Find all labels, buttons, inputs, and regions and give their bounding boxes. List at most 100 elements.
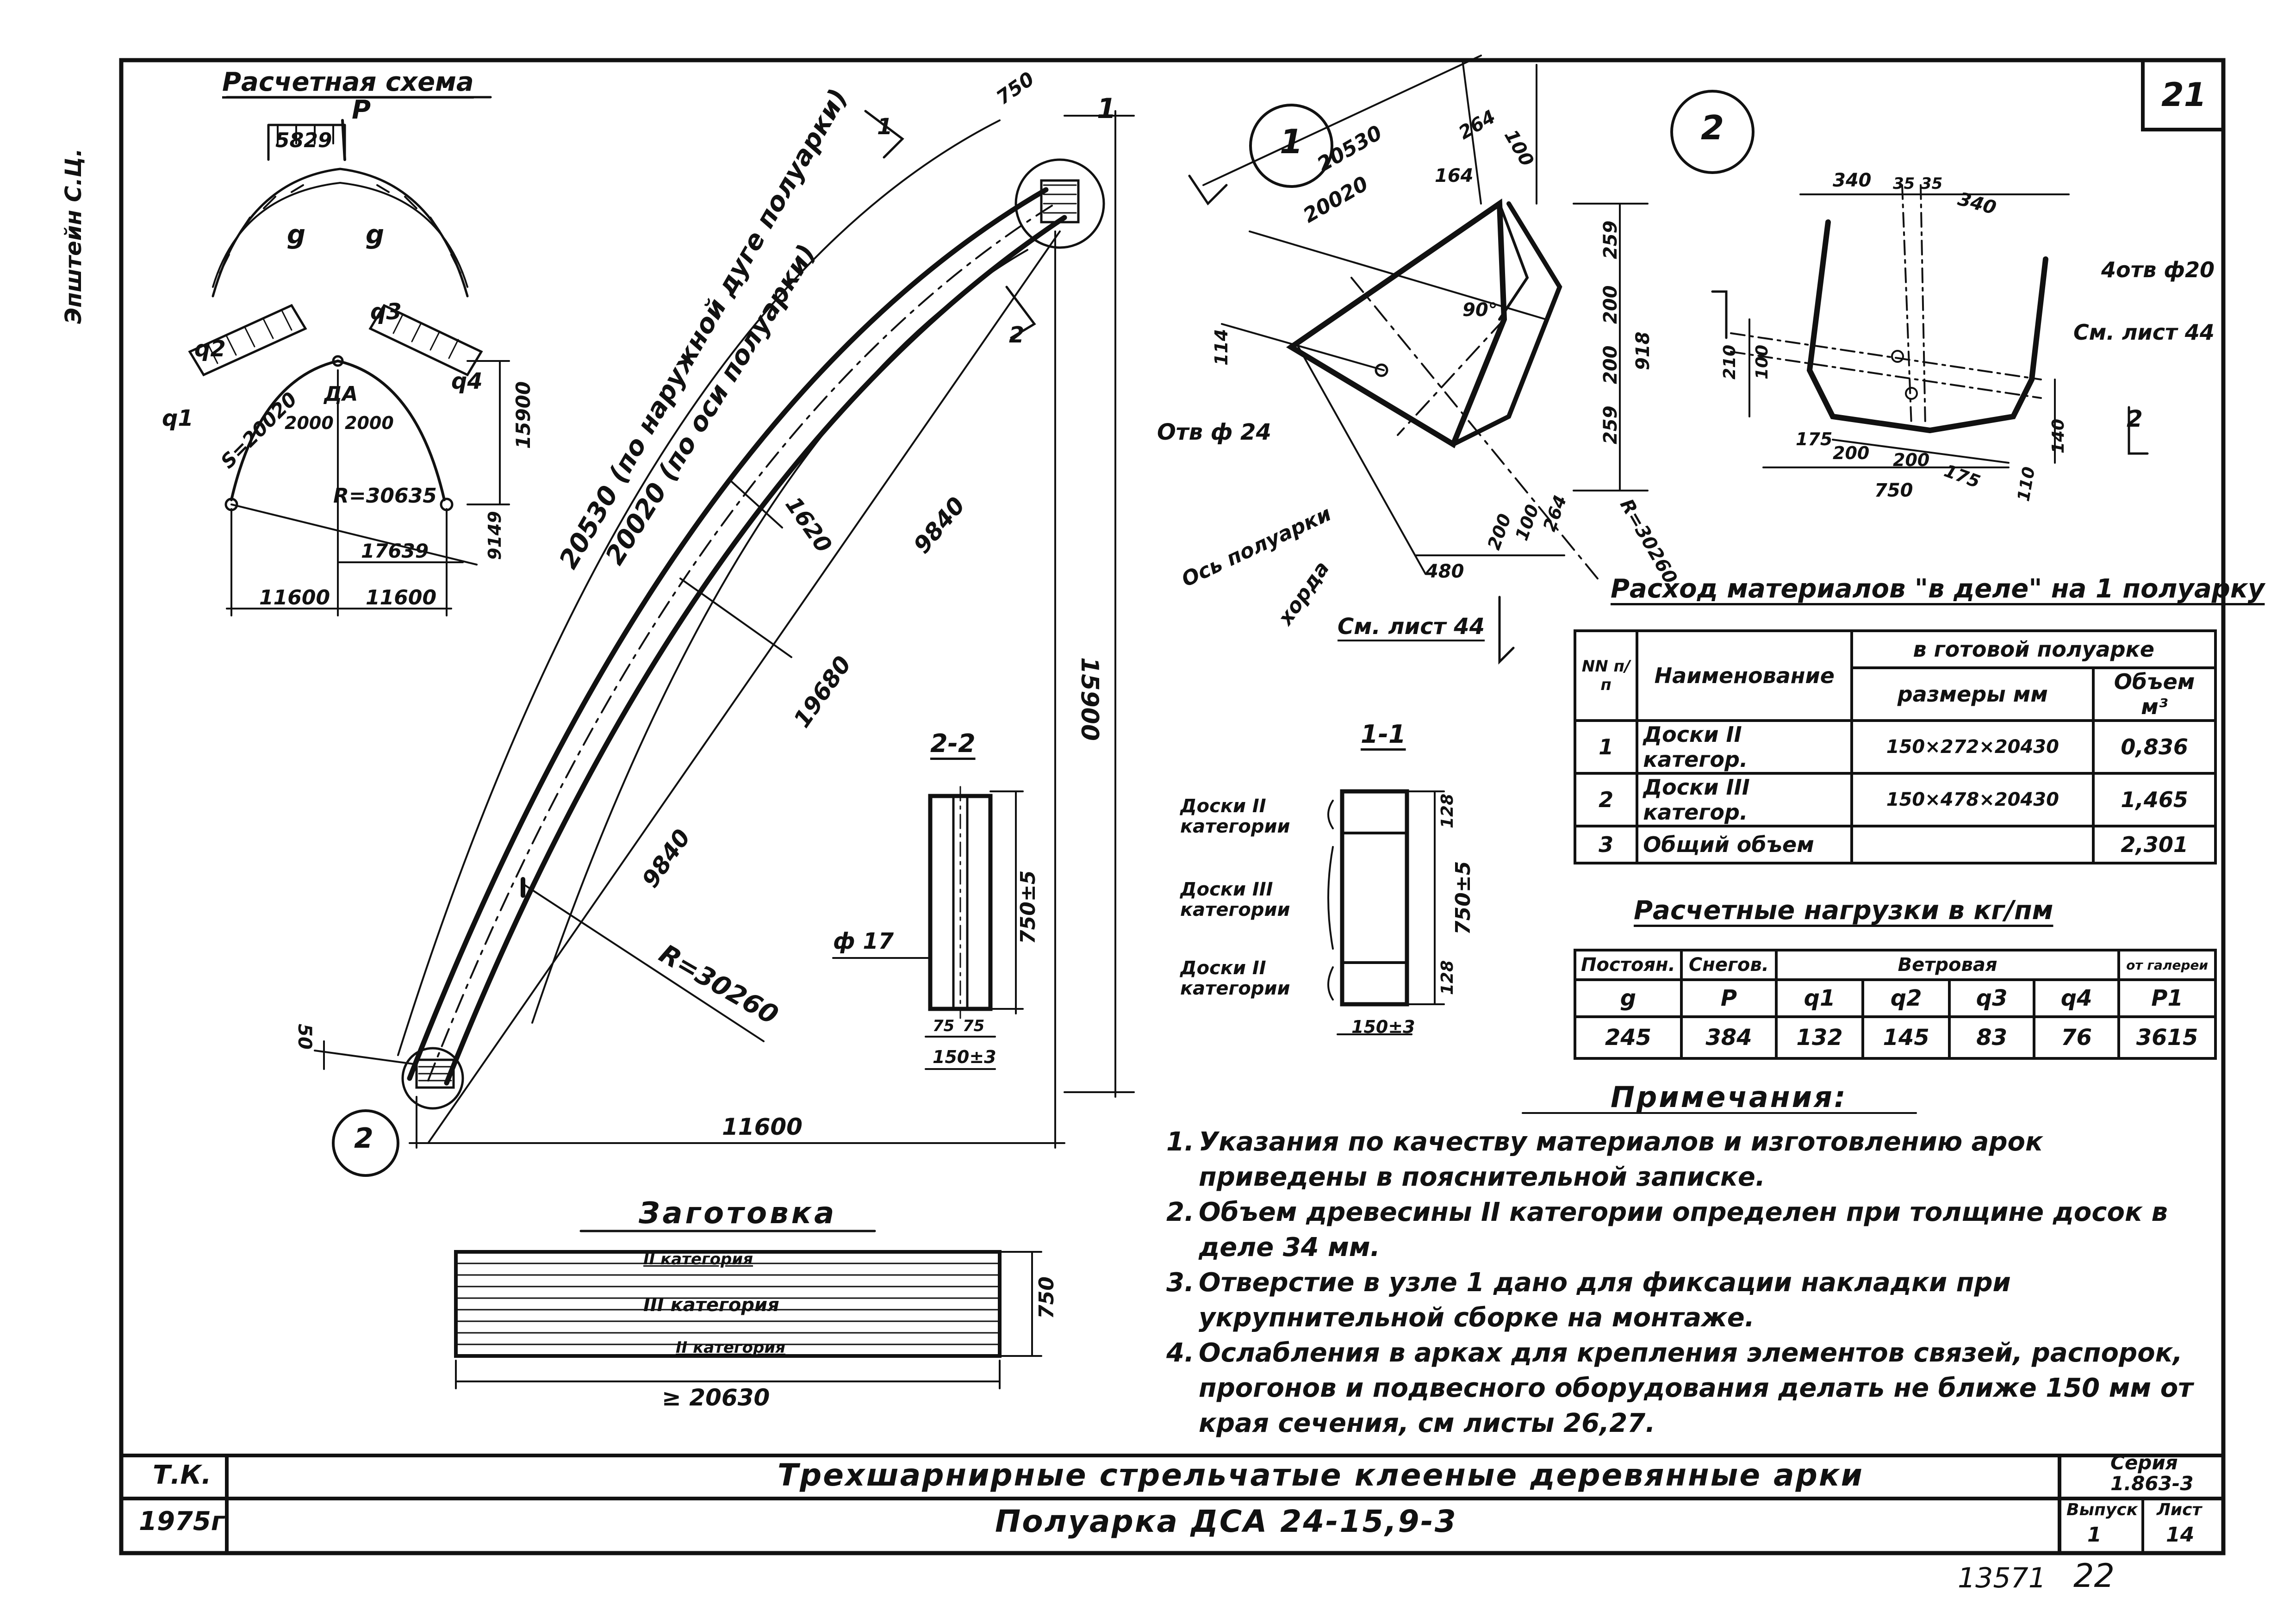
detail2-d340-a: 340 xyxy=(1833,170,1872,191)
scheme-height: 15900 xyxy=(512,381,535,449)
node2-circle xyxy=(332,1109,399,1177)
title-block-series: 1.863-3 xyxy=(2110,1472,2194,1495)
loads-hdr-wind: Ветровая xyxy=(1774,949,2121,981)
section-11-outline xyxy=(1340,789,1409,1007)
loads-val-q1: 132 xyxy=(1774,1015,1865,1060)
section-22-bolt: ф 17 xyxy=(833,928,894,954)
detail1-d200-a: 200 xyxy=(1600,285,1621,324)
materials-row-name: Общий объем xyxy=(1636,825,1854,864)
scheme-half-right: 11600 xyxy=(366,586,437,609)
note-item: 4.Ослабления в арках для крепления элеме… xyxy=(1166,1336,2203,1441)
loads-hdr-gallery: от галереи xyxy=(2117,949,2217,981)
detail1-angle: 90° xyxy=(1462,299,1498,321)
note-text: Объем древесины II категории определен п… xyxy=(1199,1197,2168,1262)
materials-row-name: Доски III категор. xyxy=(1636,772,1854,827)
note-item: 1.Указания по качеству материалов и изго… xyxy=(1166,1125,2203,1195)
load-p-offset: 5829 xyxy=(275,129,332,152)
title-block-year: 1975г xyxy=(139,1506,225,1536)
loads-sym-q3: q3 xyxy=(1948,978,2036,1018)
detail1-sheet-ref: См. лист 44 xyxy=(1338,614,1485,640)
scheme-d-left: 2000 xyxy=(285,413,334,433)
title-block-sheet-label: Лист xyxy=(2157,1500,2202,1519)
detail2-holes: 4отв ф20 xyxy=(2101,257,2215,282)
sheet-number-box xyxy=(2141,58,2225,131)
materials-row-no: 2 xyxy=(1573,772,1639,827)
detail1-hole: Отв ф 24 xyxy=(1157,419,1271,445)
note-text: Указания по качеству материалов и изгото… xyxy=(1199,1127,2043,1192)
blank-title: Заготовка xyxy=(639,1196,837,1231)
node2-circle-label: 2 xyxy=(354,1122,373,1155)
calc-scheme-title: Расчетная схема xyxy=(222,67,474,97)
section-22-width: 150±3 xyxy=(933,1047,996,1067)
section-22-title: 2-2 xyxy=(930,729,976,758)
section-11-title: 1-1 xyxy=(1361,720,1406,749)
detail2-d750: 750 xyxy=(1874,480,1913,501)
load-q1: q1 xyxy=(162,405,193,431)
notes-title: Примечания: xyxy=(1611,1080,1848,1114)
note-text: Отверстие в узле 1 дано для фиксации нак… xyxy=(1199,1268,2011,1333)
loads-sym-p: P xyxy=(1680,978,1778,1018)
materials-row-size: 150×478×20430 xyxy=(1850,772,2095,827)
detail1-circle-label: 1 xyxy=(1280,122,1303,161)
section-11-label-top: Доски II категории xyxy=(1180,796,1290,837)
loads-sym-p1: P1 xyxy=(2117,978,2217,1018)
archive-stamp: 13571 xyxy=(1958,1562,2046,1594)
detail2-d210: 210 xyxy=(1720,344,1739,379)
detail1-d200-b: 200 xyxy=(1600,345,1621,385)
note-item: 3.Отверстие в узле 1 дано для фиксации н… xyxy=(1166,1265,2203,1336)
blank-height: 750 xyxy=(1035,1276,1058,1319)
loads-sym-g: g xyxy=(1574,978,1683,1018)
section-22-height: 750±5 xyxy=(1016,870,1040,944)
scheme-half-left: 11600 xyxy=(259,586,330,609)
blank-outline xyxy=(454,1250,1002,1358)
materials-row-vol: 1,465 xyxy=(2092,772,2217,827)
materials-table: NN п/п Наименование в готовой полуарке р… xyxy=(1573,629,2217,864)
detail1-d480: 480 xyxy=(1425,561,1464,582)
blank-cat-top: II категория xyxy=(643,1250,753,1269)
materials-hdr-size: размеры мм xyxy=(1850,666,2095,722)
detail1-d918: 918 xyxy=(1632,331,1654,371)
detail1-d164: 164 xyxy=(1435,165,1474,187)
note-number: 3. xyxy=(1166,1268,1195,1298)
detail2-d175-a: 175 xyxy=(1796,429,1833,449)
scheme-d17639: 17639 xyxy=(361,540,429,562)
loads-sym-q4: q4 xyxy=(2033,978,2121,1018)
materials-hdr-group: в готовой полуарке xyxy=(1850,629,2217,669)
title-block-issue-label: Выпуск xyxy=(2066,1500,2138,1519)
load-p-label: P xyxy=(352,95,371,125)
loads-val-q3: 83 xyxy=(1948,1015,2036,1060)
scheme-h-small: 9149 xyxy=(485,511,505,560)
loads-hdr-snow: Снегов. xyxy=(1680,949,1778,981)
detail2-sheet-ref: См. лист 44 xyxy=(2073,320,2215,345)
loads-val-p: 384 xyxy=(1680,1015,1778,1060)
section-11-d128-a: 128 xyxy=(1438,793,1457,828)
detail1-d114: 114 xyxy=(1211,329,1232,366)
detail2-d200-a: 200 xyxy=(1833,443,1870,463)
loads-table: Постоян. Снегов. Ветровая от галереи g P… xyxy=(1574,949,2217,1060)
scheme-d-right: 2000 xyxy=(345,413,394,433)
materials-row-size: 150×272×20430 xyxy=(1850,719,2095,775)
load-q3: q3 xyxy=(370,299,402,325)
detail1-d259-a: 259 xyxy=(1600,220,1621,260)
loads-sym-q1: q1 xyxy=(1774,978,1865,1018)
arch-inner-edge xyxy=(444,215,1067,1086)
detail2-circle-label: 2 xyxy=(1701,108,1724,147)
sheet-number: 21 xyxy=(2161,76,2207,114)
outer-frame xyxy=(119,58,2226,1555)
load-q4: q4 xyxy=(451,368,483,394)
section-11-label-mid: Доски III категории xyxy=(1180,879,1290,920)
arch-span: 11600 xyxy=(722,1113,803,1140)
materials-hdr-name: Наименование xyxy=(1636,629,1854,722)
scheme-aa: ДА xyxy=(324,382,358,406)
materials-row-size xyxy=(1850,825,2095,864)
materials-row-name: Доски II категор. xyxy=(1636,719,1854,775)
note-number: 4. xyxy=(1166,1338,1195,1368)
title-block-subtitle: Полуарка ДСА 24-15,9-3 xyxy=(995,1504,1457,1539)
loads-title: Расчетные нагрузки в кг/пм xyxy=(1634,895,2053,926)
materials-hdr-vol: Объем м³ xyxy=(2092,666,2217,722)
section-22-w2: 75 xyxy=(963,1017,985,1035)
materials-row-no: 1 xyxy=(1573,719,1639,775)
materials-title: Расход материалов "в деле" на 1 полуарку xyxy=(1611,574,2265,604)
